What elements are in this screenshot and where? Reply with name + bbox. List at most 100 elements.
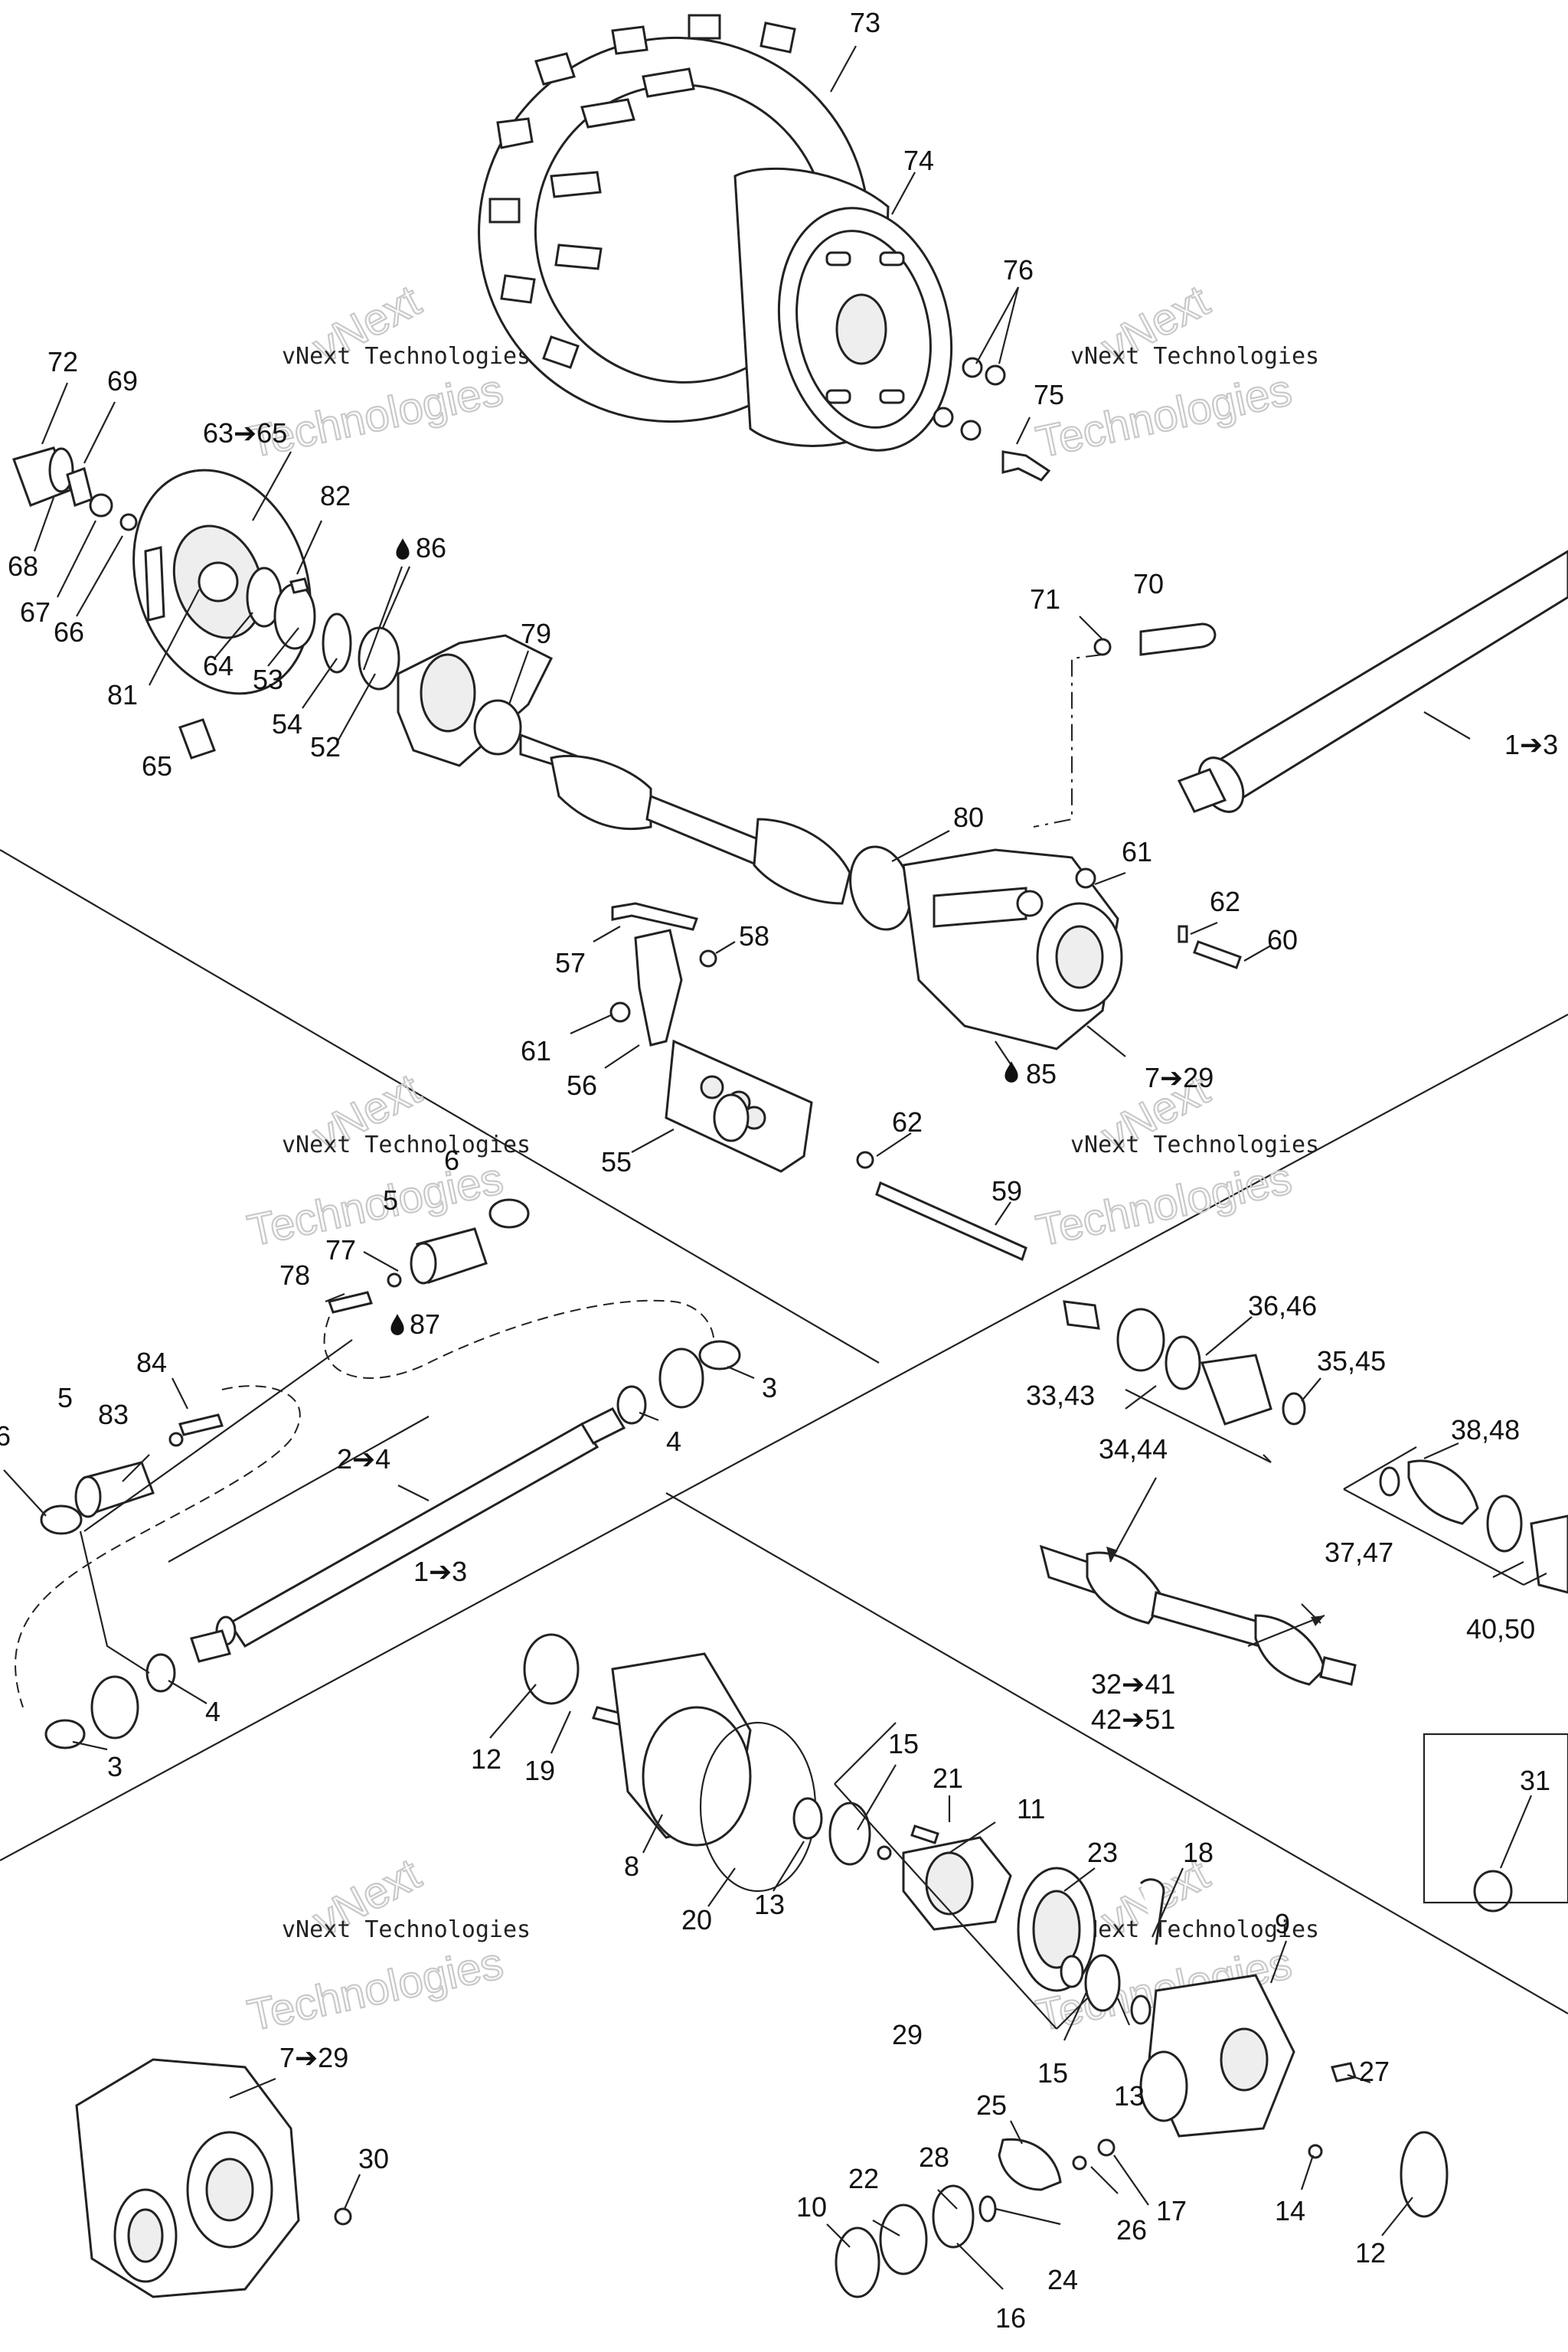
watermark-bottom-left: vNext vNext Technologies Technologies	[243, 1848, 531, 2042]
label-5-lower: 5	[57, 1382, 73, 1413]
svg-text:vNext Technologies: vNext Technologies	[1070, 343, 1319, 370]
label-3-lower: 3	[107, 1751, 122, 1782]
label-12-upper: 12	[471, 1743, 501, 1775]
label-17: 17	[1156, 2195, 1187, 2226]
label-56: 56	[567, 1070, 597, 1101]
label-13-lower: 13	[1114, 2080, 1145, 2112]
label-76: 76	[1003, 254, 1034, 286]
label-68: 68	[8, 550, 38, 582]
oil-drop-icon	[390, 1314, 404, 1335]
part-labels: 73 74 76 75 72 69 63➔65 82 86 79 68 67 6…	[0, 7, 1558, 2334]
label-61-upper: 61	[1122, 836, 1152, 867]
rear-axle	[1039, 1300, 1568, 1686]
label-59: 59	[991, 1175, 1022, 1207]
label-1to3-lower: 1➔3	[413, 1556, 467, 1587]
oil-drop-icon	[396, 538, 410, 560]
label-72: 72	[47, 346, 78, 377]
label-81: 81	[107, 679, 138, 710]
label-29: 29	[892, 2019, 923, 2050]
svg-text:vNext Technologies: vNext Technologies	[1070, 1132, 1319, 1158]
label-79: 79	[521, 618, 551, 649]
label-65: 65	[142, 750, 172, 782]
knuckle	[397, 634, 554, 767]
watermark-mid-left: vNext vNext Technologies Technologies	[243, 1063, 531, 1257]
svg-text:Technologies: Technologies	[243, 364, 508, 467]
label-83: 83	[98, 1399, 129, 1430]
watermark-top-right: vNext vNext Technologies Technologies	[1031, 275, 1319, 469]
label-24: 24	[1047, 2264, 1078, 2295]
svg-text:vNext Technologies: vNext Technologies	[282, 343, 531, 370]
label-73: 73	[850, 7, 880, 38]
label-53: 53	[253, 664, 283, 695]
front-driveshaft	[519, 733, 851, 905]
label-60: 60	[1267, 924, 1298, 956]
label-21: 21	[933, 1762, 963, 1794]
label-7to29-upper: 7➔29	[1145, 1062, 1214, 1093]
label-28: 28	[919, 2141, 949, 2173]
label-5-upper: 5	[383, 1184, 398, 1216]
label-27: 27	[1359, 2056, 1390, 2087]
label-20: 20	[681, 1904, 712, 1936]
label-30: 30	[358, 2143, 389, 2174]
label-74: 74	[903, 145, 934, 176]
label-22: 22	[848, 2163, 879, 2194]
label-82: 82	[320, 480, 351, 511]
oil-drop-icon	[1004, 1061, 1018, 1083]
label-4-upper: 4	[666, 1426, 681, 1457]
label-8: 8	[624, 1851, 639, 1882]
label-80: 80	[953, 802, 984, 833]
label-85: 85	[1026, 1058, 1057, 1089]
label-25: 25	[976, 2089, 1007, 2121]
label-67: 67	[20, 596, 51, 628]
label-33-43: 33,43	[1026, 1380, 1095, 1411]
label-78: 78	[279, 1259, 310, 1291]
label-9: 9	[1275, 1908, 1290, 1939]
label-32to41: 32➔41	[1091, 1668, 1175, 1700]
label-75: 75	[1034, 379, 1064, 410]
svg-text:vNext Technologies: vNext Technologies	[1070, 1916, 1319, 1943]
label-63to65: 63➔65	[203, 417, 287, 449]
breather	[1033, 622, 1217, 828]
label-71: 71	[1030, 583, 1060, 615]
label-62-lower: 62	[892, 1106, 923, 1138]
label-38-48: 38,48	[1451, 1414, 1520, 1446]
label-87: 87	[410, 1308, 440, 1340]
section-lines	[0, 849, 1568, 2014]
label-35-45: 35,45	[1317, 1345, 1386, 1377]
label-40-50: 40,50	[1466, 1613, 1535, 1645]
propeller-shaft	[15, 1339, 741, 1749]
label-6-lower: 6	[0, 1420, 11, 1452]
label-61-lower: 61	[521, 1035, 551, 1067]
label-2to4: 2➔4	[337, 1443, 390, 1475]
label-31: 31	[1520, 1765, 1550, 1796]
label-62-upper: 62	[1210, 886, 1240, 917]
label-42to51: 42➔51	[1091, 1704, 1175, 1735]
label-54: 54	[272, 708, 302, 740]
upper-gearbox	[849, 845, 1123, 1050]
label-7to29-lower: 7➔29	[279, 2042, 348, 2073]
label-6-upper: 6	[444, 1145, 459, 1176]
gearbox-housing-7	[75, 2058, 352, 2298]
wheel-nuts	[933, 357, 1051, 482]
wheel-rim	[733, 167, 953, 452]
label-26: 26	[1116, 2214, 1147, 2246]
label-3-upper: 3	[762, 1372, 777, 1403]
long-shaft-upper	[1177, 550, 1568, 813]
label-64: 64	[203, 650, 234, 681]
hub-assembly	[12, 446, 400, 760]
label-57: 57	[555, 947, 586, 978]
svg-text:Technologies: Technologies	[1032, 364, 1296, 467]
label-66: 66	[54, 616, 84, 648]
label-55: 55	[601, 1146, 632, 1178]
label-15-upper: 15	[888, 1728, 919, 1759]
label-4-lower: 4	[205, 1696, 220, 1727]
bracket-parts	[609, 867, 1242, 1262]
coupler-set-upper	[323, 1198, 715, 1379]
label-1to3-upper: 1➔3	[1504, 729, 1558, 760]
svg-text:vNext Technologies: vNext Technologies	[282, 1132, 531, 1158]
label-15-lower: 15	[1037, 2057, 1068, 2089]
label-37-47: 37,47	[1325, 1537, 1393, 1568]
label-36-46: 36,46	[1248, 1290, 1317, 1321]
svg-text:Technologies: Technologies	[1032, 1153, 1296, 1256]
